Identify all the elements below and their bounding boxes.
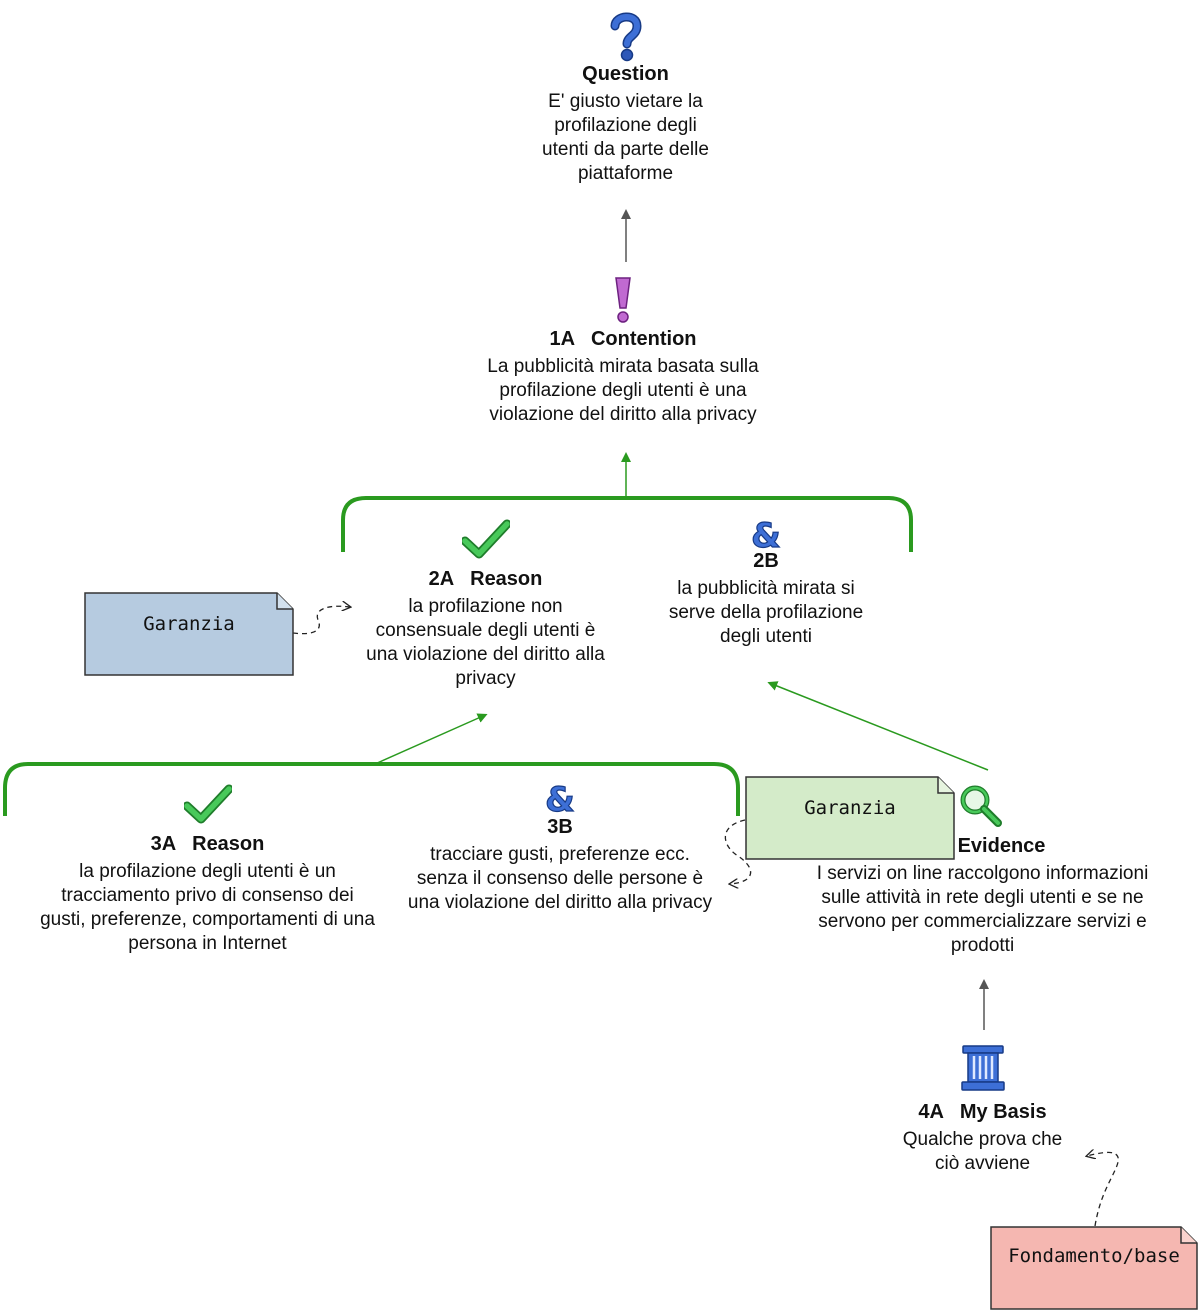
question-text: E' giusto vietare la profilazione degli … xyxy=(542,91,709,184)
pillar-icon xyxy=(960,1045,1005,1091)
basis-4a-node[interactable]: 4A My Basis Qualche prova che ciò avvien… xyxy=(870,1044,1095,1176)
bracket-reasons-2 xyxy=(341,496,913,552)
arrow-evidence-to-2b xyxy=(767,681,989,771)
ampersand-icon: & xyxy=(545,781,576,815)
co-premise-2b-heading: 2B xyxy=(753,550,779,572)
reason-3a-heading: 3A Reason xyxy=(150,833,265,855)
question-node[interactable]: Question E' giusto vietare la profilazio… xyxy=(498,10,753,186)
contention-heading: 1A Contention xyxy=(549,328,697,350)
contention-text: La pubblicità mirata basata sulla profil… xyxy=(487,356,759,425)
note-shape xyxy=(745,776,955,860)
co-premise-3b-node[interactable]: & 3B tracciare gusti, preferenze ecc. se… xyxy=(405,781,715,915)
note-garanzia-green[interactable]: Garanzia xyxy=(745,776,955,860)
co-premise-2b-text: la pubblicità mirata si serve della prof… xyxy=(668,578,864,647)
bracket-reasons-3 xyxy=(3,762,740,816)
basis-4a-heading: 4A My Basis xyxy=(918,1101,1047,1123)
note-shape xyxy=(990,1226,1198,1310)
reason-3a-text: la profilazione degli utenti è un tracci… xyxy=(40,861,375,954)
dashed-link-garanzia-blue xyxy=(292,606,350,635)
check-mark-icon xyxy=(461,519,510,559)
note-garanzia-blue[interactable]: Garanzia xyxy=(84,592,294,676)
check-mark-icon xyxy=(183,784,232,824)
evidence-heading: Evidence xyxy=(957,835,1046,857)
question-heading: Question xyxy=(582,63,669,85)
reason-2a-node[interactable]: 2A Reason la profilazione non consensual… xyxy=(358,519,613,691)
reason-2a-text: la profilazione non consensuale degli ut… xyxy=(366,596,605,689)
co-premise-3b-heading: 3B xyxy=(547,816,573,838)
dashed-link-garanzia-green xyxy=(724,819,752,884)
exclamation-mark-icon xyxy=(615,277,631,323)
evidence-node[interactable]: Evidence I servizi on line raccolgono in… xyxy=(800,783,1165,958)
magnifier-icon xyxy=(960,785,1002,827)
evidence-text: I servizi on line raccolgono informazion… xyxy=(816,863,1149,956)
ampersand-icon: & xyxy=(751,517,782,551)
svg-text:&: & xyxy=(545,781,575,815)
note-fondamento[interactable]: Fondamento/base xyxy=(990,1226,1198,1310)
basis-4a-text: Qualche prova che ciò avviene xyxy=(902,1129,1063,1174)
reason-2a-heading: 2A Reason xyxy=(428,568,543,590)
note-garanzia-green-label: Garanzia xyxy=(804,797,896,819)
contention-node[interactable]: 1A Contention La pubblicità mirata basat… xyxy=(463,276,783,427)
note-garanzia-blue-label: Garanzia xyxy=(143,613,235,635)
note-shape xyxy=(84,592,294,676)
arrow-bracket3-to-reason-2a xyxy=(374,713,488,765)
co-premise-3b-text: tracciare gusti, preferenze ecc. senza i… xyxy=(407,844,713,913)
reason-3a-node[interactable]: 3A Reason la profilazione degli utenti è… xyxy=(40,784,375,956)
note-fondamento-label: Fondamento/base xyxy=(1008,1245,1180,1267)
question-mark-icon xyxy=(610,12,642,62)
co-premise-2b-node[interactable]: & 2B la pubblicità mirata si serve della… xyxy=(652,517,880,649)
svg-text:&: & xyxy=(751,517,781,551)
